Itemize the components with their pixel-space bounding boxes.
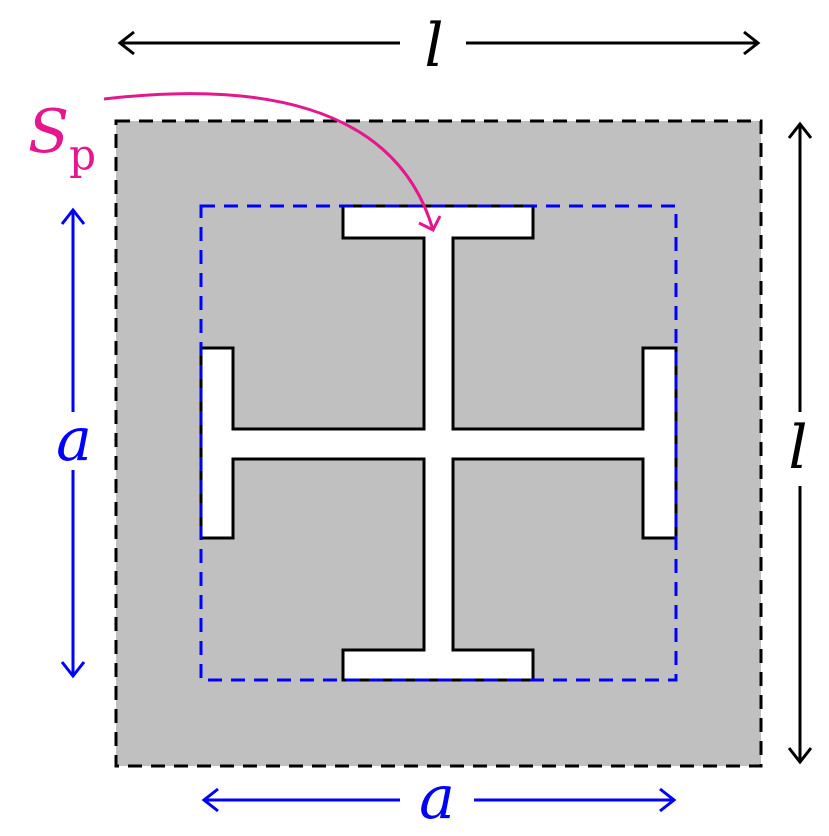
- right-dimension-arrow: [787, 121, 813, 765]
- top-dimension-label: l: [424, 11, 443, 81]
- pointer-symbol: S: [28, 97, 69, 167]
- top-dimension-arrow: [117, 30, 761, 56]
- bottom-dimension-arrow: [201, 787, 677, 813]
- pointer-label: Sp: [28, 97, 96, 179]
- right-dimension-label: l: [788, 413, 807, 483]
- bottom-dimension-label: a: [419, 763, 455, 833]
- pointer-arrow: [103, 92, 435, 231]
- left-dimension-label: a: [56, 405, 92, 475]
- left-dimension-arrow: [60, 207, 86, 679]
- inner-square-overlay: [199, 204, 678, 682]
- pointer-arrowhead: [418, 215, 442, 233]
- pointer-subscript: p: [69, 130, 96, 179]
